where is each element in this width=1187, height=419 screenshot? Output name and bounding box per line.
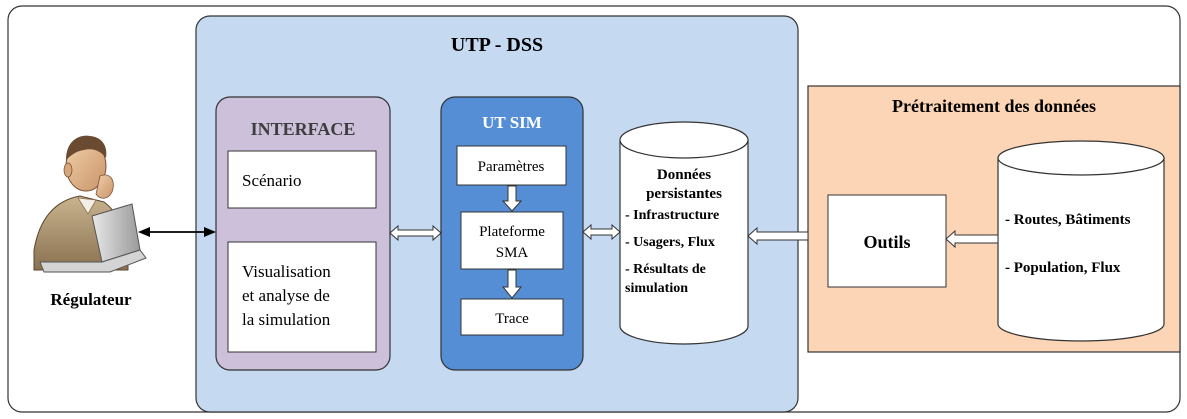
persistent-item-infrastructure: - Infrastructure [625, 208, 719, 223]
actor-label: Régulateur [50, 290, 132, 309]
arrow-actor-interface [138, 227, 216, 237]
persistent-title-line-2: persistantes [646, 186, 722, 202]
trace-label: Trace [495, 311, 529, 327]
params-label: Paramètres [478, 159, 545, 175]
source-data-cylinder [997, 140, 1165, 342]
tools-box [827, 194, 947, 288]
persistent-item-usagers: - Usagers, Flux [625, 235, 715, 250]
arrow-params-to-platform [501, 185, 523, 212]
platform-line-1: Plateforme [479, 224, 545, 240]
arrow-source-to-tools [945, 229, 999, 249]
persistent-item-simulation: simulation [625, 281, 688, 296]
person-at-laptop-icon [33, 135, 147, 273]
trace-box [460, 298, 564, 336]
scenario-label: Scénario [242, 171, 301, 190]
tools-label: Outils [863, 232, 910, 252]
utsim-title: UT SIM [482, 113, 542, 132]
visualisation-line-2: et analyse de [242, 286, 330, 305]
utp-dss-title: UTP - DSS [451, 34, 543, 56]
platform-box [460, 211, 564, 270]
platform-line-2: SMA [496, 245, 529, 261]
persistent-data-cylinder [619, 121, 749, 345]
persistent-item-resultats: - Résultats de [625, 262, 706, 277]
source-item-routes: - Routes, Bâtiments [1005, 212, 1131, 228]
persistent-title-line-1: Données [657, 167, 711, 183]
visualisation-line-3: la simulation [242, 310, 331, 329]
arrow-preprocessing-to-persistent [747, 226, 809, 246]
visualisation-line-1: Visualisation [242, 262, 331, 281]
source-item-population: - Population, Flux [1005, 260, 1121, 276]
arrow-interface-utsim [389, 224, 442, 242]
visualisation-box [227, 241, 377, 353]
preprocessing-title: Prétraitement des données [892, 96, 1096, 116]
interface-title: INTERFACE [251, 119, 356, 139]
params-box [456, 145, 567, 186]
arrow-utsim-persistent [582, 223, 621, 241]
scenario-box [227, 150, 377, 209]
arrow-platform-to-trace [501, 269, 523, 299]
